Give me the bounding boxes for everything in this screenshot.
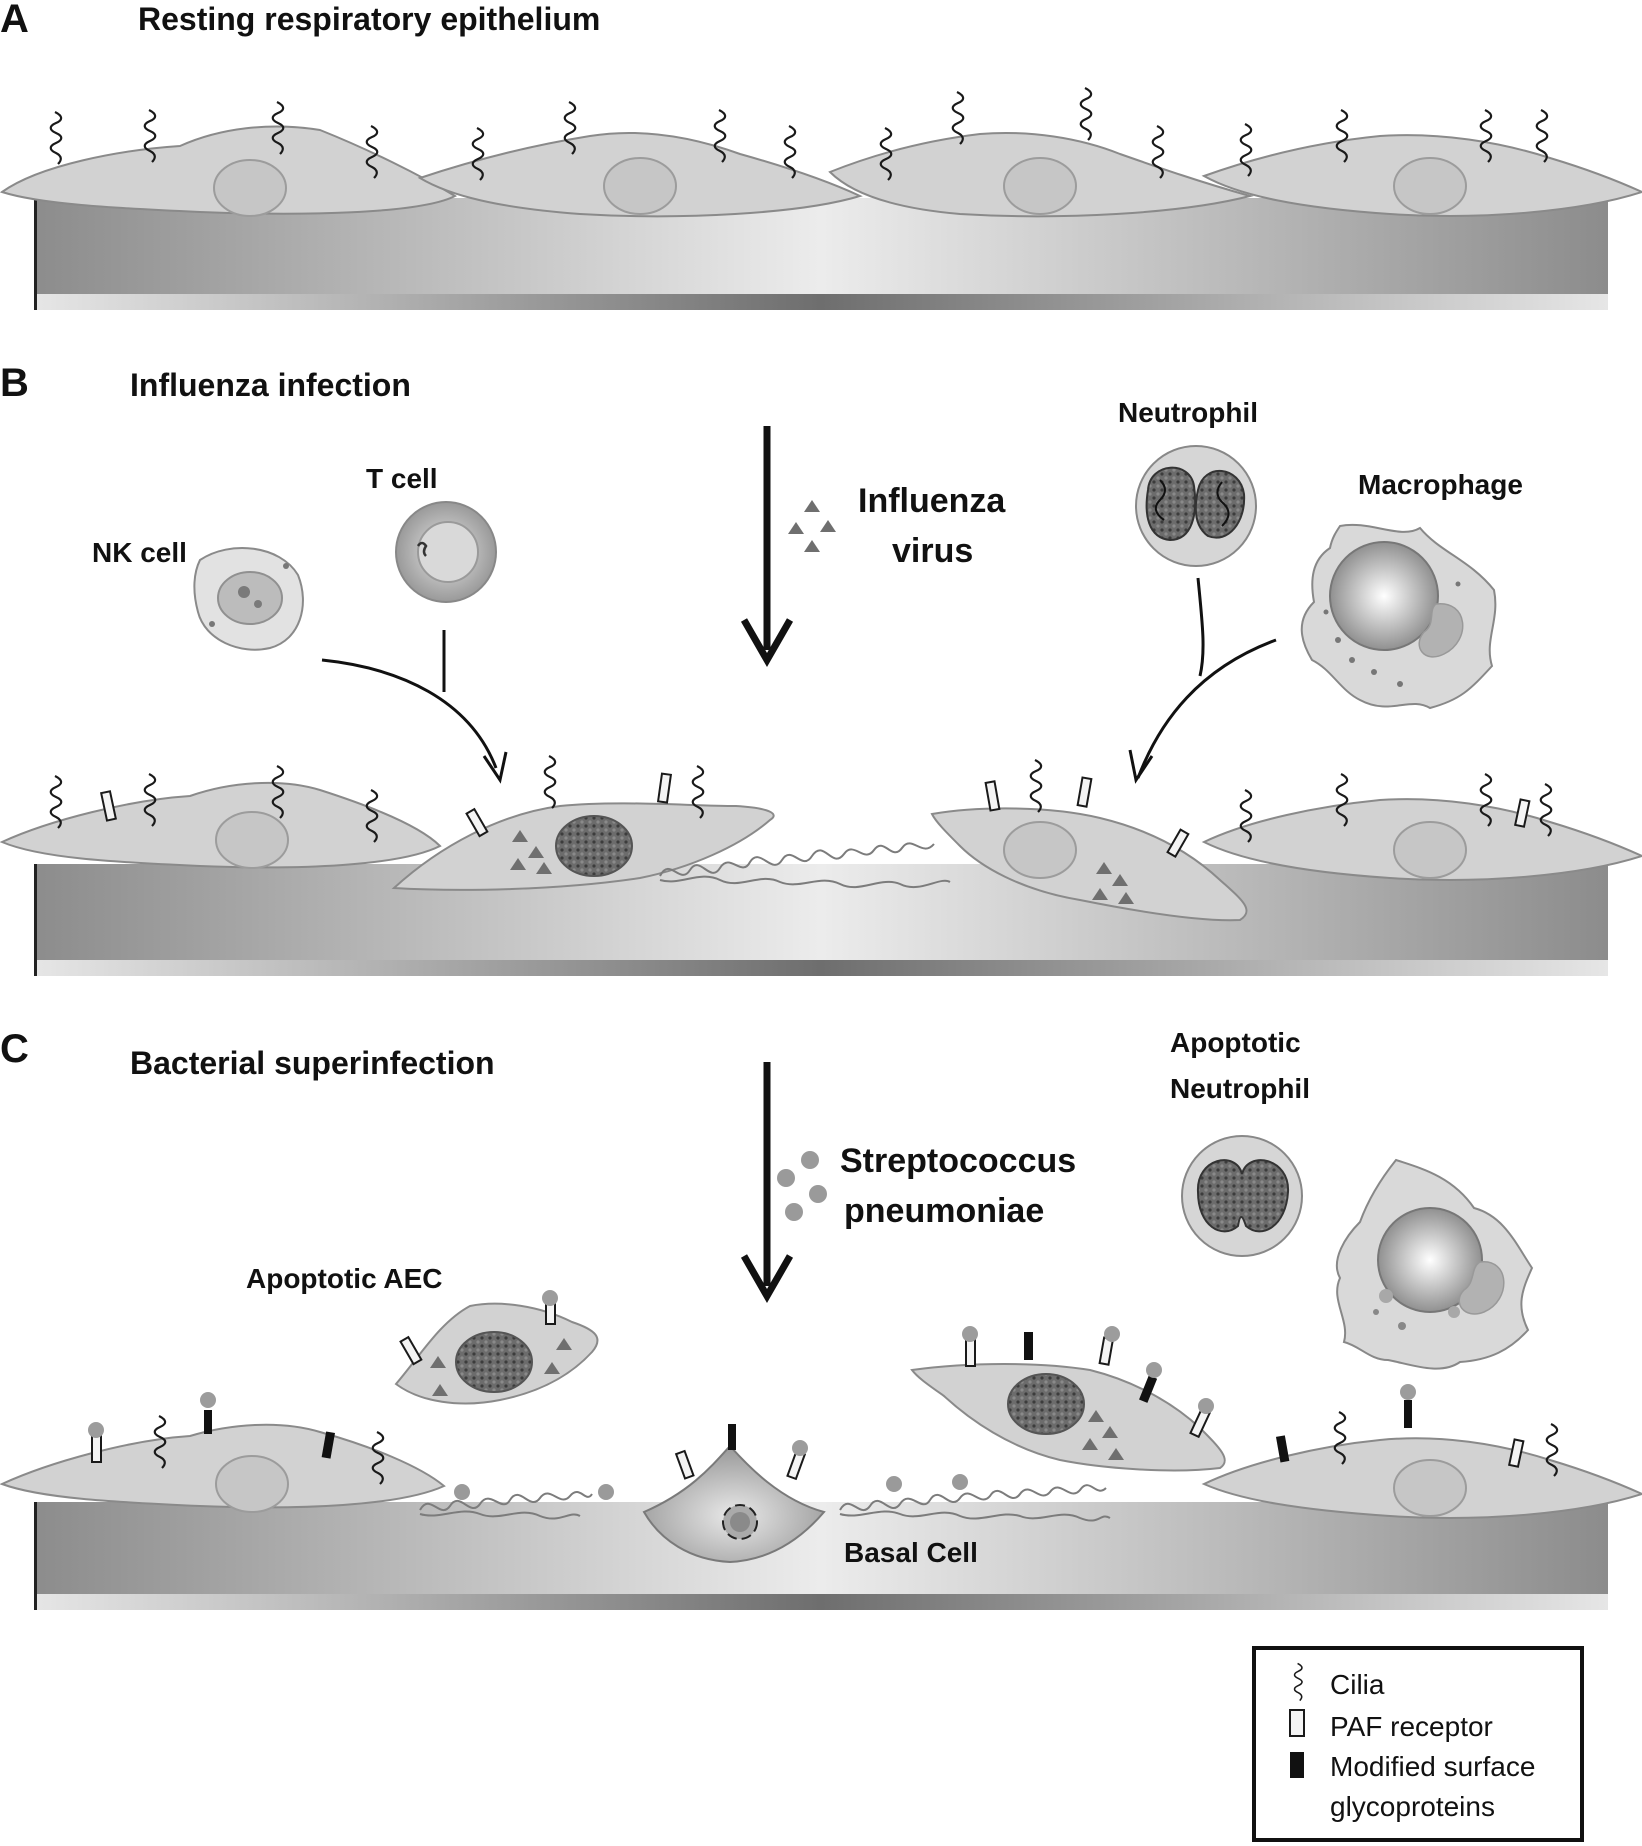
panel-b: B Influenza infection NK cell T cell — [0, 361, 1642, 976]
apoptotic-neutrophil-icon — [1181, 1135, 1303, 1257]
panel-b-title: Influenza infection — [130, 367, 411, 403]
modified-glycoprotein-icon — [1024, 1332, 1033, 1360]
modified-glycoprotein-icon — [1404, 1400, 1412, 1428]
paf-receptor-icon — [1076, 776, 1093, 808]
bacteria-icon — [777, 1151, 827, 1221]
bacteria-arrow — [740, 1062, 794, 1304]
epithelial-cell — [0, 1423, 446, 1513]
paf-receptor-group — [99, 772, 1531, 858]
bacteria-label-line2: pneumoniae — [844, 1192, 1044, 1230]
epithelial-cell — [0, 125, 458, 217]
panel-c-letter: C — [0, 1027, 29, 1071]
nk-cell-icon — [193, 547, 304, 651]
virus-label-line2: virus — [892, 532, 973, 570]
virus-label-line1: Influenza — [858, 482, 1006, 520]
macrophage-label: Macrophage — [1358, 469, 1523, 500]
nk-cell-label: NK cell — [92, 537, 187, 568]
paf-receptor-group — [88, 1326, 1525, 1468]
basal-cell — [642, 1424, 826, 1564]
paf-receptor-icon — [465, 807, 489, 838]
sloughing-epithelial-cell — [930, 807, 1248, 922]
cilium-icon — [49, 110, 63, 166]
cilium-icon — [49, 774, 63, 830]
cilium-icon — [1029, 758, 1043, 814]
virus-particles-icon — [788, 500, 836, 552]
exposed-matrix — [419, 1491, 593, 1520]
t-cell-label: T cell — [366, 463, 438, 494]
epithelial-cell — [417, 131, 863, 218]
apoptotic-neutrophil-label-line2: Neutrophil — [1170, 1073, 1310, 1104]
apoptotic-aec-label: Apoptotic AEC — [246, 1263, 443, 1294]
paf-receptor-icon — [1507, 1438, 1525, 1468]
epithelial-cell — [0, 781, 442, 869]
paf-receptor-icon — [1289, 1709, 1305, 1737]
influenza-arrow — [740, 426, 794, 668]
paf-receptor-icon — [1513, 798, 1531, 828]
panel-c: C Bacterial superinfection Streptococcus… — [0, 1027, 1642, 1610]
epithelial-cell — [828, 131, 1254, 218]
paf-receptor-icon — [656, 772, 673, 804]
cilium-icon — [543, 754, 557, 810]
paf-receptor-icon — [1166, 828, 1190, 858]
epithelial-cell — [1201, 798, 1642, 881]
panel-a-title: Resting respiratory epithelium — [138, 1, 600, 37]
legend: Cilia PAF receptor Modified surface glyc… — [1252, 1646, 1584, 1842]
exposed-matrix — [839, 1484, 1111, 1522]
legend-item-label: Modified surface — [1330, 1751, 1535, 1782]
recruitment-arrow-right — [1128, 577, 1277, 784]
exposed-matrix — [659, 842, 951, 889]
modified-glycoprotein-icon — [1290, 1752, 1304, 1778]
infected-epithelial-cell — [391, 802, 775, 891]
tissue-layer — [34, 198, 1608, 310]
panel-b-letter: B — [0, 361, 29, 405]
panel-a: A Resting respiratory epithelium — [0, 0, 1642, 310]
modified-glycoprotein-icon — [321, 1431, 336, 1459]
cilium-icon — [1079, 86, 1093, 142]
panel-c-title: Bacterial superinfection — [130, 1045, 495, 1081]
modified-glycoprotein-group — [200, 1332, 1416, 1463]
bacterium-icon — [886, 1476, 902, 1492]
paf-receptor-icon — [984, 780, 1001, 812]
t-cell-icon — [395, 501, 497, 603]
paf-receptor-icon — [99, 790, 117, 822]
recruitment-arrow-left — [321, 630, 508, 784]
legend-item-label: PAF receptor — [1330, 1711, 1493, 1742]
modified-glycoprotein-icon — [1275, 1435, 1290, 1463]
bacterium-icon — [598, 1484, 614, 1500]
panel-a-letter: A — [0, 0, 29, 41]
epithelial-cell — [1201, 134, 1642, 217]
macrophage-icon — [1335, 1158, 1534, 1370]
neutrophil-icon — [1135, 445, 1257, 567]
legend-item-label-continuation: glycoproteins — [1330, 1791, 1495, 1822]
tissue-layer — [34, 1502, 1608, 1610]
neutrophil-label: Neutrophil — [1118, 397, 1258, 428]
bacterium-icon — [952, 1474, 968, 1490]
apoptotic-neutrophil-label-line1: Apoptotic — [1170, 1027, 1301, 1058]
bacteria-label-line1: Streptococcus — [840, 1142, 1076, 1180]
modified-glycoprotein-icon — [1139, 1375, 1158, 1403]
paf-receptor-icon — [91, 1435, 102, 1463]
legend-item-label: Cilia — [1330, 1669, 1385, 1700]
sloughing-infected-cell — [910, 1363, 1226, 1472]
paf-receptor-icon — [965, 1339, 976, 1367]
epithelial-cell — [1201, 1437, 1642, 1519]
basal-cell-label: Basal Cell — [844, 1537, 978, 1568]
bacterium-icon — [454, 1484, 470, 1500]
macrophage-icon — [1300, 523, 1497, 710]
apoptotic-aec-icon — [394, 1290, 599, 1405]
modified-glycoprotein-icon — [204, 1410, 212, 1434]
